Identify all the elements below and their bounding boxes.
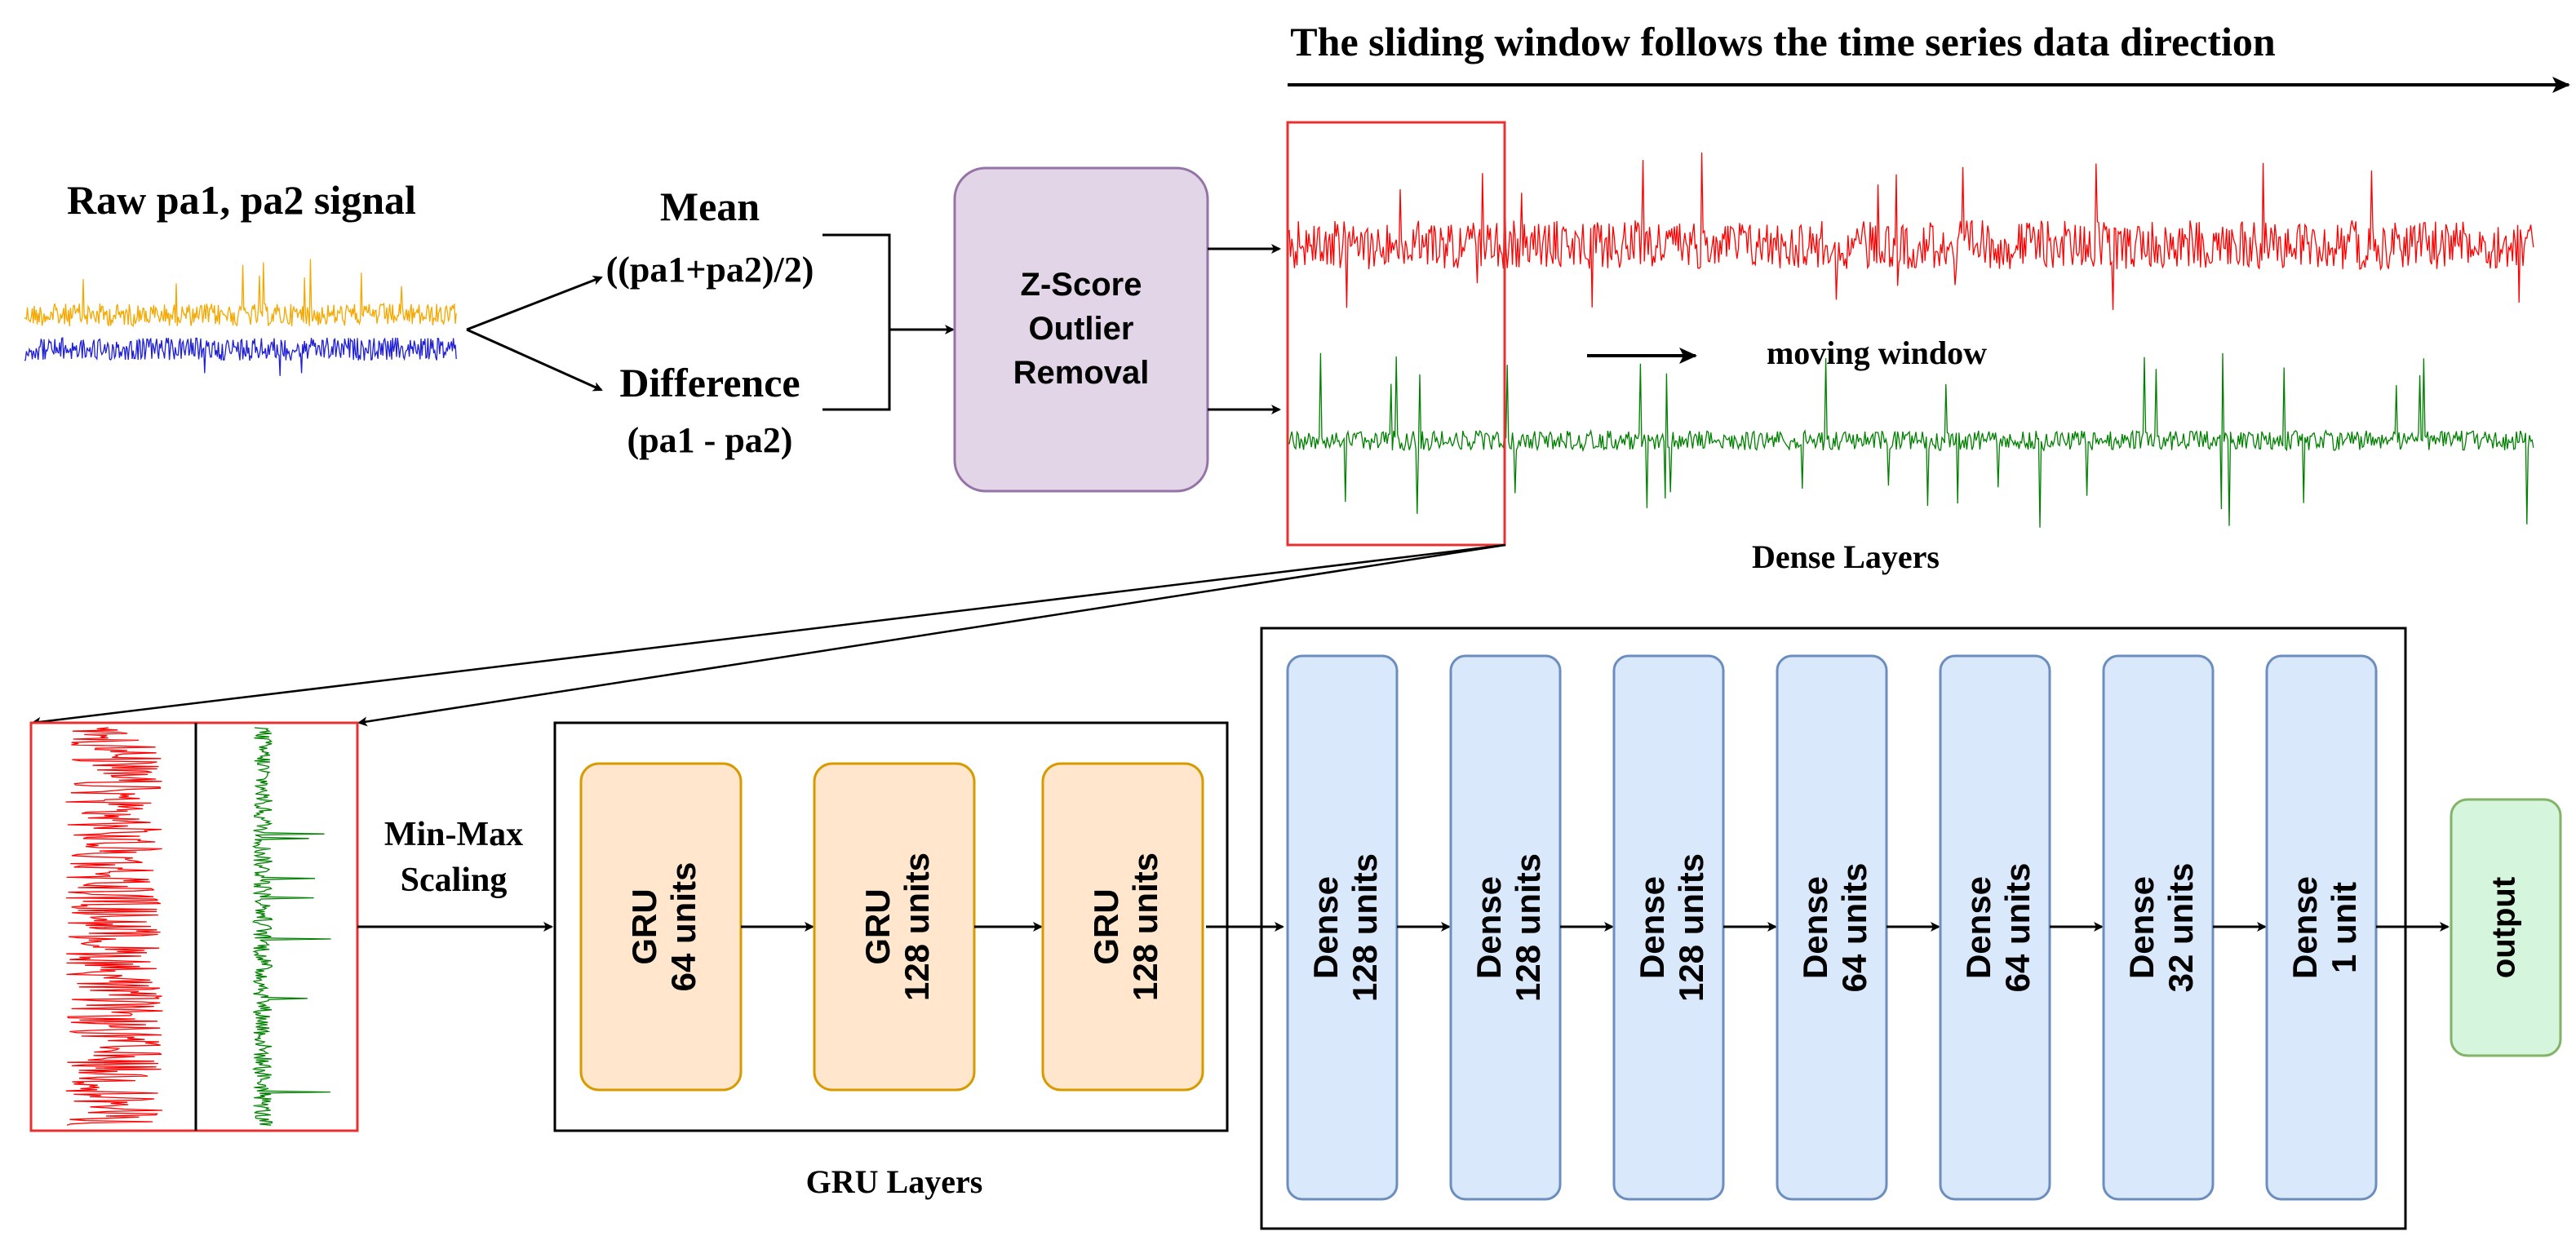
dense-block-type: Dense (2286, 876, 2324, 979)
minmax-label-1: Min-Max (384, 816, 523, 853)
dense-block-units: 1 unit (2325, 882, 2363, 973)
dense-block-4: Dense64 units (1776, 654, 1888, 1201)
dense-block-units: 128 units (1346, 853, 1384, 1002)
gru-block-type: GRU (1087, 888, 1125, 964)
dense-block-label: Dense128 units (1470, 853, 1547, 1002)
dense-block-type: Dense (2122, 876, 2161, 979)
gru-block-type: GRU (858, 888, 897, 964)
dense-group-box (1260, 627, 2407, 1230)
scaled-difference-line (251, 727, 331, 1126)
difference-formula: (pa1 - pa2) (627, 420, 793, 460)
gru-block-label: GRU64 units (625, 862, 703, 992)
difference-label: Difference (619, 360, 800, 405)
arrow-to-mean (466, 276, 603, 331)
dense-block-label: Dense64 units (1796, 863, 1873, 993)
zscore-label-1: Z-Score (1021, 267, 1142, 303)
raw-signal-plot (24, 259, 457, 376)
mean-label: Mean (660, 184, 760, 229)
merge-bracket (822, 233, 891, 411)
dense-block-label: Dense128 units (1633, 853, 1710, 1002)
zoom-line-left (31, 543, 1506, 727)
dense-block-1: Dense128 units (1286, 654, 1399, 1201)
dense-block-units: 128 units (1509, 853, 1547, 1002)
raw-signal-label: Raw pa1, pa2 signal (67, 177, 416, 223)
gru-block-units: 64 units (664, 862, 703, 992)
gru-block-type: GRU (625, 888, 663, 964)
gru-block-label: GRU128 units (858, 853, 936, 1001)
gru-block-units: 128 units (898, 853, 936, 1001)
mean-signal-line (1288, 152, 2534, 310)
zscore-box (953, 166, 1209, 493)
dense-block-5: Dense64 units (1939, 654, 2051, 1201)
gru-block-3: GRU128 units (1041, 762, 1204, 1092)
gru-block-1: GRU64 units (579, 762, 743, 1092)
dense-block-units: 32 units (2161, 863, 2200, 993)
dense-block-type: Dense (1959, 876, 1997, 979)
pa1-signal-line (24, 259, 457, 328)
dense-block-type: Dense (1470, 876, 1508, 979)
dense-block-type: Dense (1633, 876, 1671, 979)
gru-layers-label: GRU Layers (806, 1163, 983, 1200)
dense-block-7: Dense1 unit (2265, 654, 2378, 1201)
mean-formula: ((pa1+pa2)/2) (606, 250, 814, 290)
output-label: output (2486, 877, 2522, 978)
dense-block-3: Dense128 units (1612, 654, 1725, 1201)
scaled-window-box (29, 721, 359, 1132)
dense-block-label: Dense64 units (1959, 863, 2037, 993)
dense-block-units: 128 units (1672, 853, 1710, 1002)
sliding-window-box (1286, 121, 1506, 547)
scaled-mean-line (65, 727, 163, 1126)
dense-block-2: Dense128 units (1449, 654, 1562, 1201)
dense-block-label: Dense1 unit (2286, 876, 2363, 979)
zscore-label-2: Outlier (1029, 311, 1134, 347)
zscore-label-3: Removal (1013, 355, 1150, 391)
gru-block-label: GRU128 units (1087, 853, 1164, 1001)
dense-block-type: Dense (1796, 876, 1834, 979)
pa2-signal-line (24, 337, 457, 376)
mean-signal-plot (1288, 152, 2534, 310)
moving-window-label: moving window (1767, 334, 1987, 371)
minmax-label-2: Scaling (401, 861, 508, 899)
scaled-difference-signal (251, 727, 331, 1126)
dense-block-label: Dense32 units (2122, 863, 2200, 993)
output-box (2450, 798, 2562, 1057)
diagram-title: The sliding window follows the time seri… (1290, 19, 2276, 64)
dense-layers-label: Dense Layers (1752, 538, 1940, 575)
gru-block-2: GRU128 units (813, 762, 976, 1092)
difference-signal-line (1288, 352, 2534, 528)
dense-block-units: 64 units (1835, 863, 1873, 993)
arrow-to-difference (466, 328, 603, 392)
dense-block-6: Dense32 units (2102, 654, 2215, 1201)
zoom-line-right (357, 543, 1506, 727)
dense-block-units: 64 units (1998, 863, 2037, 993)
difference-signal-plot (1288, 352, 2534, 528)
scaled-mean-signal (65, 727, 163, 1126)
gru-block-units: 128 units (1126, 853, 1164, 1001)
dense-block-label: Dense128 units (1306, 853, 1384, 1002)
dense-block-type: Dense (1306, 876, 1345, 979)
